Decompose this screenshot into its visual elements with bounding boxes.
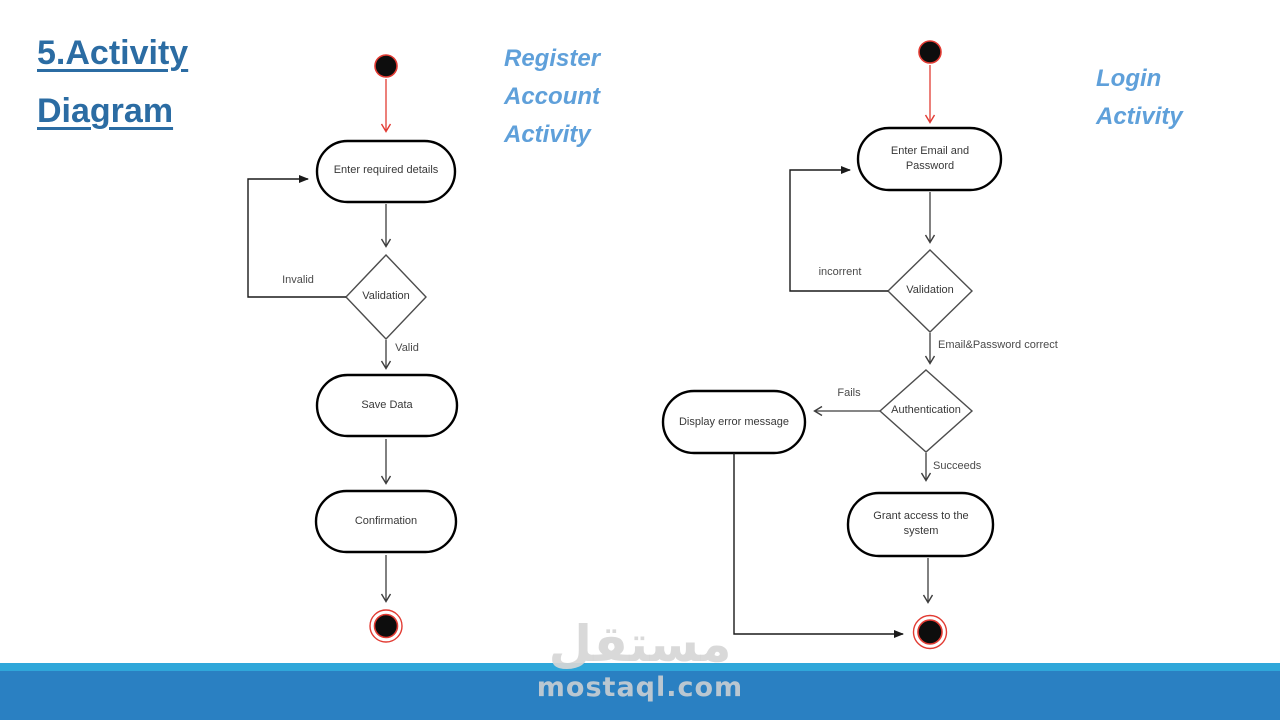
login-loop-incorrect-arrow xyxy=(789,166,888,292)
login-decision-validation-shape xyxy=(886,249,974,333)
page-title-line2: Diagram xyxy=(37,92,174,130)
login-decision-authentication-shape xyxy=(878,369,974,453)
register-end-node-ring xyxy=(369,609,403,643)
login-action-grant-access-shape xyxy=(846,491,995,558)
register-decision-validation-label: Validation xyxy=(362,290,410,303)
register-heading-line3: Activity xyxy=(504,121,591,148)
register-action-confirmation-label: Confirmation xyxy=(354,515,418,528)
login-action-enter-email-shape xyxy=(856,126,1003,192)
page-title: 5.Activity Diagram xyxy=(37,24,188,140)
login-end-node xyxy=(917,619,943,645)
register-loop-invalid-arrow xyxy=(247,175,346,298)
login-edge-correct-label: Email&Password correct xyxy=(938,339,1058,352)
register-decision-validation-shape xyxy=(345,253,427,341)
login-action-display-error-label: Display error message xyxy=(678,416,790,429)
register-heading-line1: Register xyxy=(504,45,601,72)
register-end-node xyxy=(373,613,399,639)
login-decision-authentication-label: Authentication xyxy=(891,404,961,417)
register-diagram-heading: Register Account Activity xyxy=(504,40,600,154)
register-action-enter-details-shape xyxy=(315,139,457,204)
page-title-line1: 5.Activity xyxy=(37,34,189,72)
watermark-domain-text: mostaql.com xyxy=(536,672,744,703)
register-action-save-data-label: Save Data xyxy=(361,399,413,412)
watermark-arabic-logo: مستقل xyxy=(548,615,732,673)
register-start-node xyxy=(374,54,398,78)
login-heading-line2: Activity xyxy=(1096,103,1183,130)
login-end-node-ring xyxy=(912,614,948,650)
register-action-save-data-shape xyxy=(315,373,459,438)
login-edge-succeeds-label: Succeeds xyxy=(933,460,982,473)
login-decision-validation-label: Validation xyxy=(906,284,954,297)
register-edge-invalid-label: Invalid xyxy=(282,274,314,287)
login-error-to-end-arrow xyxy=(733,453,904,638)
login-heading-line1: Login xyxy=(1096,65,1162,92)
register-action-confirmation-shape xyxy=(314,489,458,554)
register-edge-valid-label: Valid xyxy=(395,342,419,355)
bottom-bar xyxy=(0,671,1280,720)
login-edge-incorrect-label: incorrent xyxy=(818,266,862,279)
register-action-enter-details-label: Enter required details xyxy=(333,164,439,177)
bottom-bar-light-strip xyxy=(0,663,1280,671)
watermark: مستقل mostaql.com xyxy=(480,616,800,702)
login-diagram-heading: Login Activity xyxy=(1096,60,1183,136)
login-action-enter-email-label: Enter Email and Password xyxy=(890,144,970,172)
register-heading-line2: Account xyxy=(504,83,600,110)
login-edge-fails-label: Fails xyxy=(837,387,861,400)
login-action-grant-access-label: Grant access to the system xyxy=(873,509,969,537)
login-start-node xyxy=(918,40,942,64)
